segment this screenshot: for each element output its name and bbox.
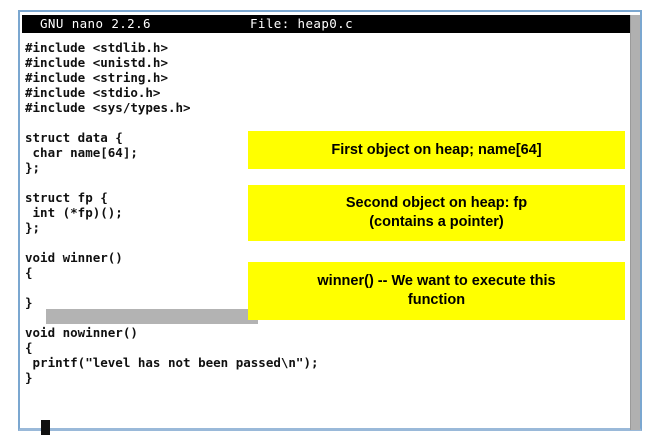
- annotation-second-object: Second object on heap: fp (contains a poi…: [248, 185, 625, 241]
- code-line: char name[64];: [25, 145, 138, 160]
- text-cursor: [41, 420, 50, 435]
- code-text-area[interactable]: #include <stdlib.h>#include <unistd.h>#i…: [22, 40, 630, 430]
- annotation-first-object: First object on heap; name[64]: [248, 131, 625, 169]
- nano-version-label: GNU nano 2.2.6: [40, 16, 151, 31]
- annotation-text: First object on heap; name[64]: [331, 141, 541, 160]
- annotation-line: function: [407, 292, 466, 308]
- code-line: #include <string.h>: [25, 70, 168, 85]
- code-line: [22, 385, 630, 400]
- code-line: #include <sys/types.h>: [25, 100, 191, 115]
- vertical-scrollbar[interactable]: [630, 15, 640, 430]
- annotation-winner-function: winner() -- We want to execute this funct…: [248, 262, 625, 320]
- code-line: struct data {: [25, 130, 123, 145]
- code-line: struct fp {: [25, 190, 108, 205]
- code-line: void nowinner(): [25, 325, 138, 340]
- code-line: #include <unistd.h>: [25, 55, 168, 70]
- nano-filename-label: File: heap0.c: [250, 16, 354, 31]
- code-line: int (*fp)();: [25, 205, 123, 220]
- code-line: {: [25, 340, 33, 355]
- code-line: #include <stdlib.h>: [25, 40, 168, 55]
- code-line: }: [25, 370, 33, 385]
- annotation-line: Second object on heap: fp: [345, 195, 528, 211]
- nano-title-bar: GNU nano 2.2.6 File: heap0.c: [22, 15, 632, 33]
- code-line: #include <stdio.h>: [25, 85, 161, 100]
- code-line: }: [25, 295, 33, 310]
- code-line: printf("level has not been passed\n");: [25, 355, 319, 370]
- annotation-text: winner() -- We want to execute this funct…: [317, 272, 555, 310]
- annotation-line: winner() -- We want to execute this: [317, 273, 556, 289]
- redaction-overlay: [46, 309, 258, 324]
- code-line: void winner(): [25, 250, 123, 265]
- code-line: {: [25, 265, 33, 280]
- annotation-line: First object on heap; name[64]: [331, 141, 542, 158]
- code-line: };: [25, 160, 41, 175]
- code-line: [22, 115, 630, 130]
- code-line: };: [25, 220, 41, 235]
- annotation-line: (contains a pointer): [369, 214, 504, 230]
- annotation-text: Second object on heap: fp (contains a poi…: [346, 194, 527, 232]
